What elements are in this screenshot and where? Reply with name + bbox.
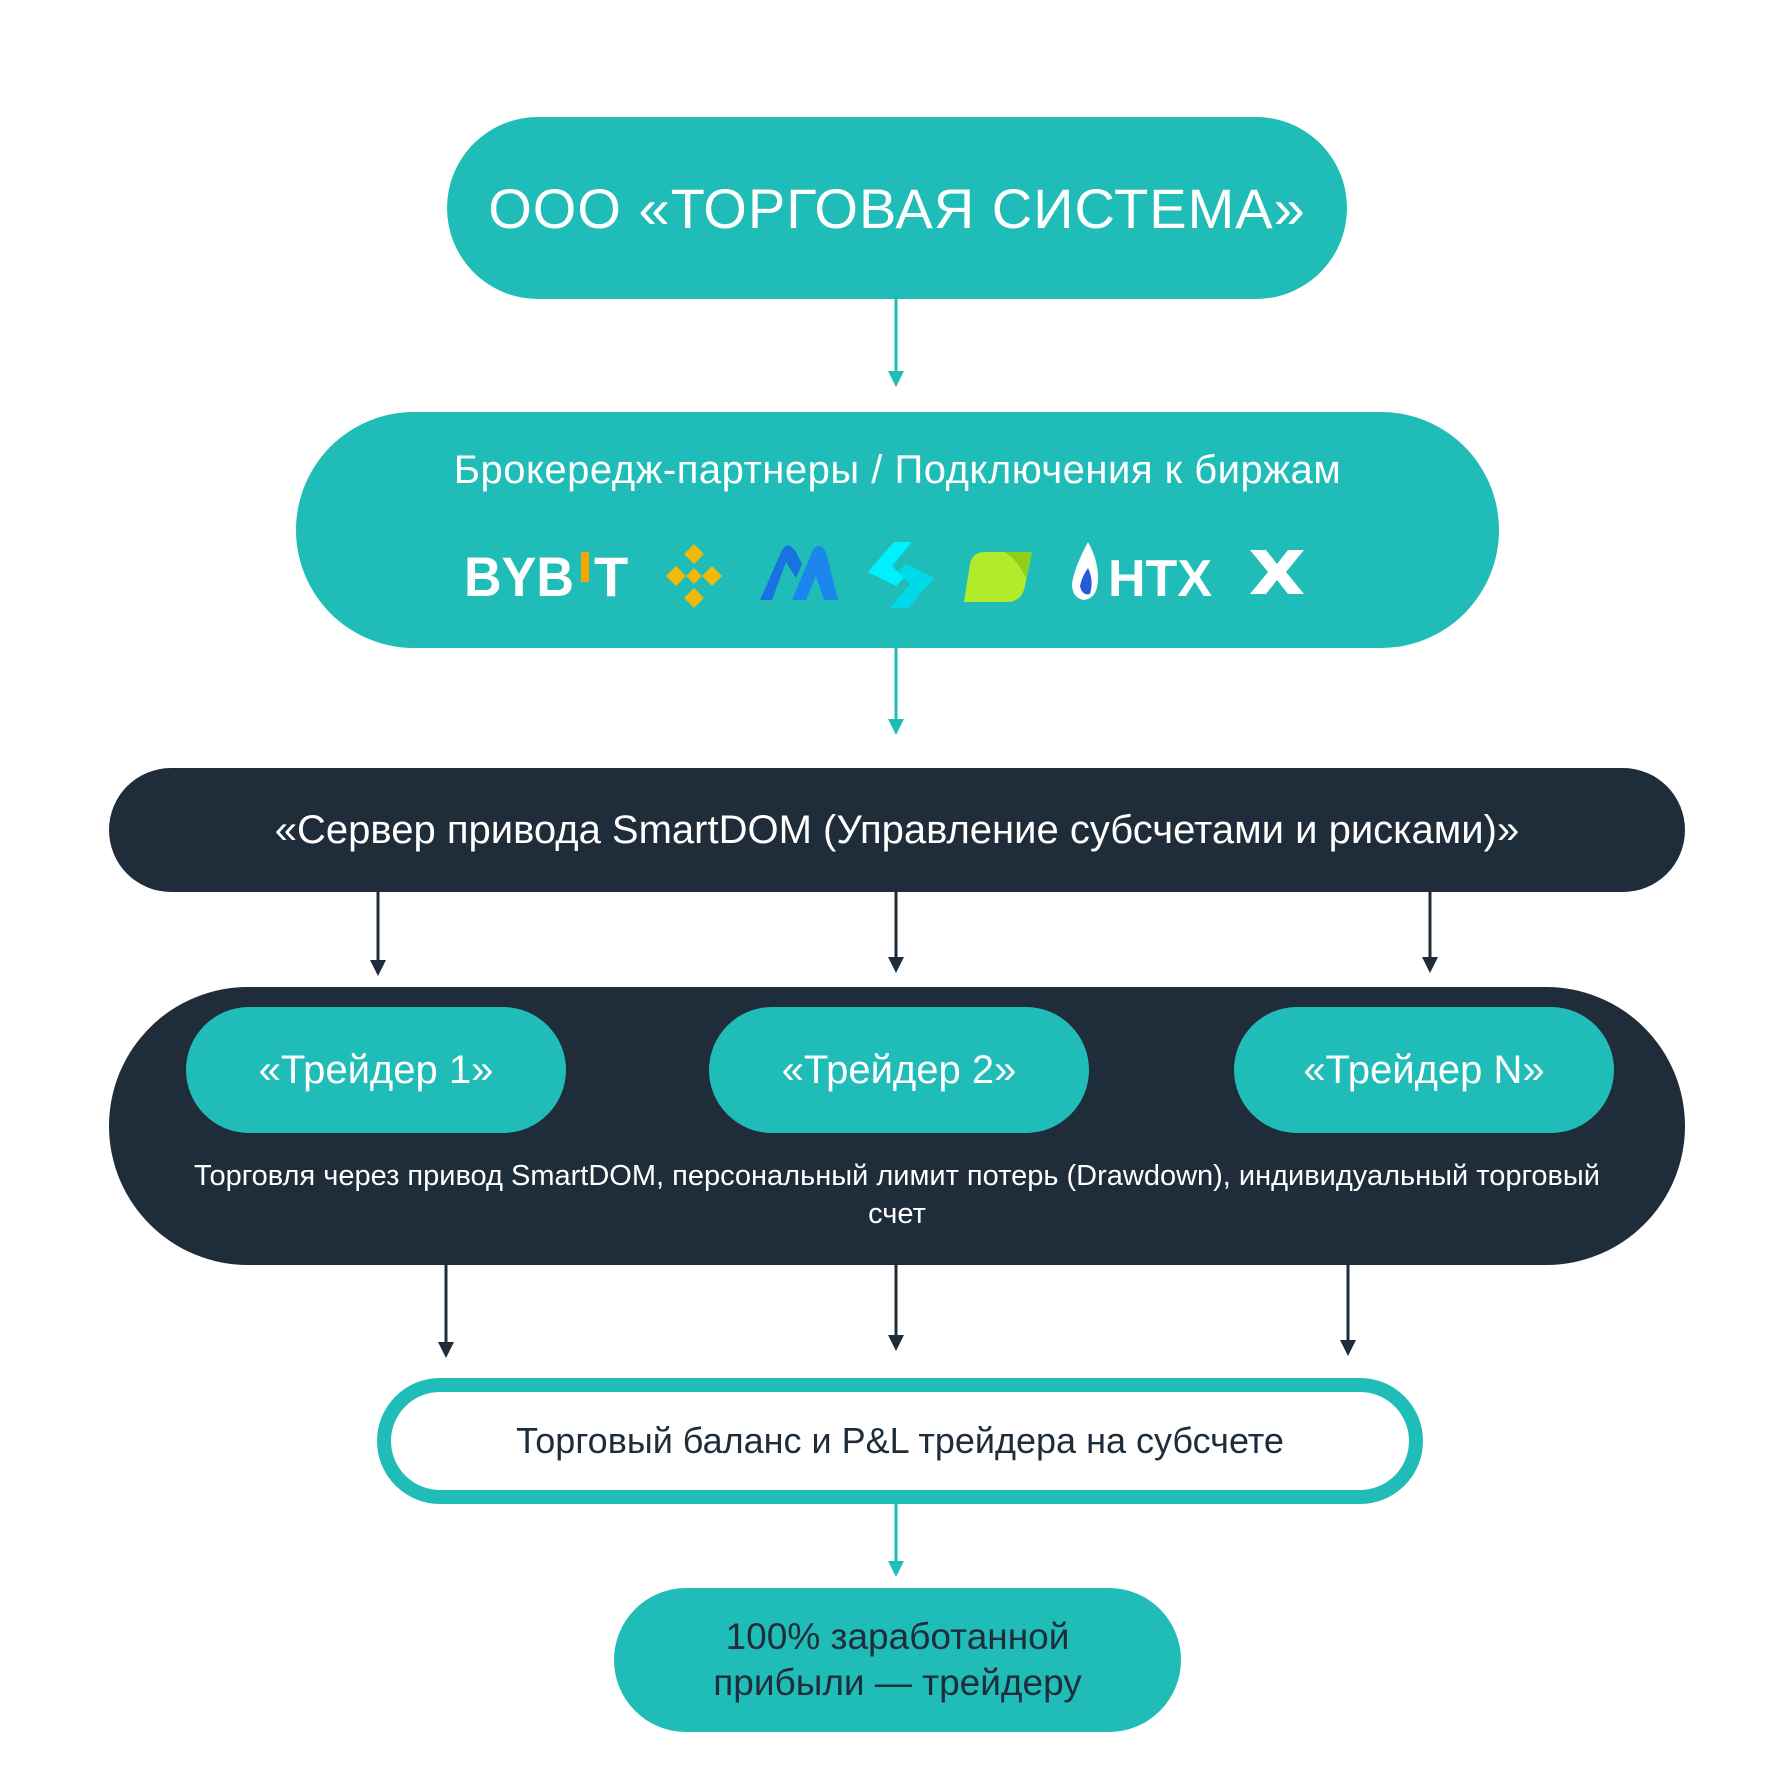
arrow-server-to-trader-1 xyxy=(370,892,386,976)
company-label: ООО «ТОРГОВАЯ СИСТЕМА» xyxy=(488,176,1306,240)
server-label: «Сервер привода SmartDOM (Управление суб… xyxy=(274,807,1520,852)
svg-text:BYB: BYB xyxy=(464,545,574,604)
smartdom-server-node: «Сервер привода SmartDOM (Управление суб… xyxy=(109,768,1685,892)
lime-exchange-logo xyxy=(964,552,1032,602)
trader-label: «Трейдер N» xyxy=(1303,1047,1545,1092)
profit-node: 100% заработанной прибыли — трейдеру xyxy=(614,1588,1181,1732)
trader-label: «Трейдер 2» xyxy=(781,1047,1017,1092)
trader-2-node: «Трейдер 2» xyxy=(709,1007,1089,1133)
bybit-logo: BYB T xyxy=(464,545,628,604)
trader-n-node: «Трейдер N» xyxy=(1234,1007,1614,1133)
profit-line-1: 100% заработанной xyxy=(725,1616,1070,1657)
svg-text:HTX: HTX xyxy=(1108,550,1212,608)
svg-text:T: T xyxy=(594,545,628,604)
brokers-title: Брокередж-партнеры / Подключения к биржа… xyxy=(453,448,1342,492)
trader-1-node: «Трейдер 1» xyxy=(186,1007,566,1133)
exchange-logos: BYB T xyxy=(296,530,1499,616)
balance-node: Торговый баланс и P&L трейдера на субсче… xyxy=(377,1378,1423,1504)
x-exchange-logo xyxy=(1250,550,1304,594)
balance-label: Торговый баланс и P&L трейдера на субсче… xyxy=(516,1420,1284,1461)
traders-group: «Трейдер 1» «Трейдер 2» «Трейдер N» Торг… xyxy=(109,987,1685,1265)
mexc-logo xyxy=(760,545,838,600)
arrow-balance-to-profit xyxy=(888,1504,904,1577)
arrow-server-to-trader-2 xyxy=(888,892,904,973)
arrow-traders-to-balance-center xyxy=(888,1265,904,1351)
arrow-traders-to-balance-left xyxy=(438,1265,454,1358)
traders-description: Торговля через привод SmartDOM, персонал… xyxy=(194,1160,1600,1230)
binance-logo xyxy=(666,544,722,608)
trader-label: «Трейдер 1» xyxy=(258,1047,494,1092)
arrow-company-to-brokers xyxy=(888,299,904,387)
arrow-traders-to-balance-right xyxy=(1340,1265,1356,1356)
arrow-brokers-to-server xyxy=(888,648,904,735)
profit-line-2: прибыли — трейдеру xyxy=(713,1662,1082,1703)
arrow-server-to-trader-n xyxy=(1422,892,1438,973)
brokers-node: Брокередж-партнеры / Подключения к биржа… xyxy=(296,412,1499,648)
bitget-logo xyxy=(868,542,934,608)
company-node: ООО «ТОРГОВАЯ СИСТЕМА» xyxy=(447,117,1347,299)
htx-logo: HTX xyxy=(1072,542,1212,608)
